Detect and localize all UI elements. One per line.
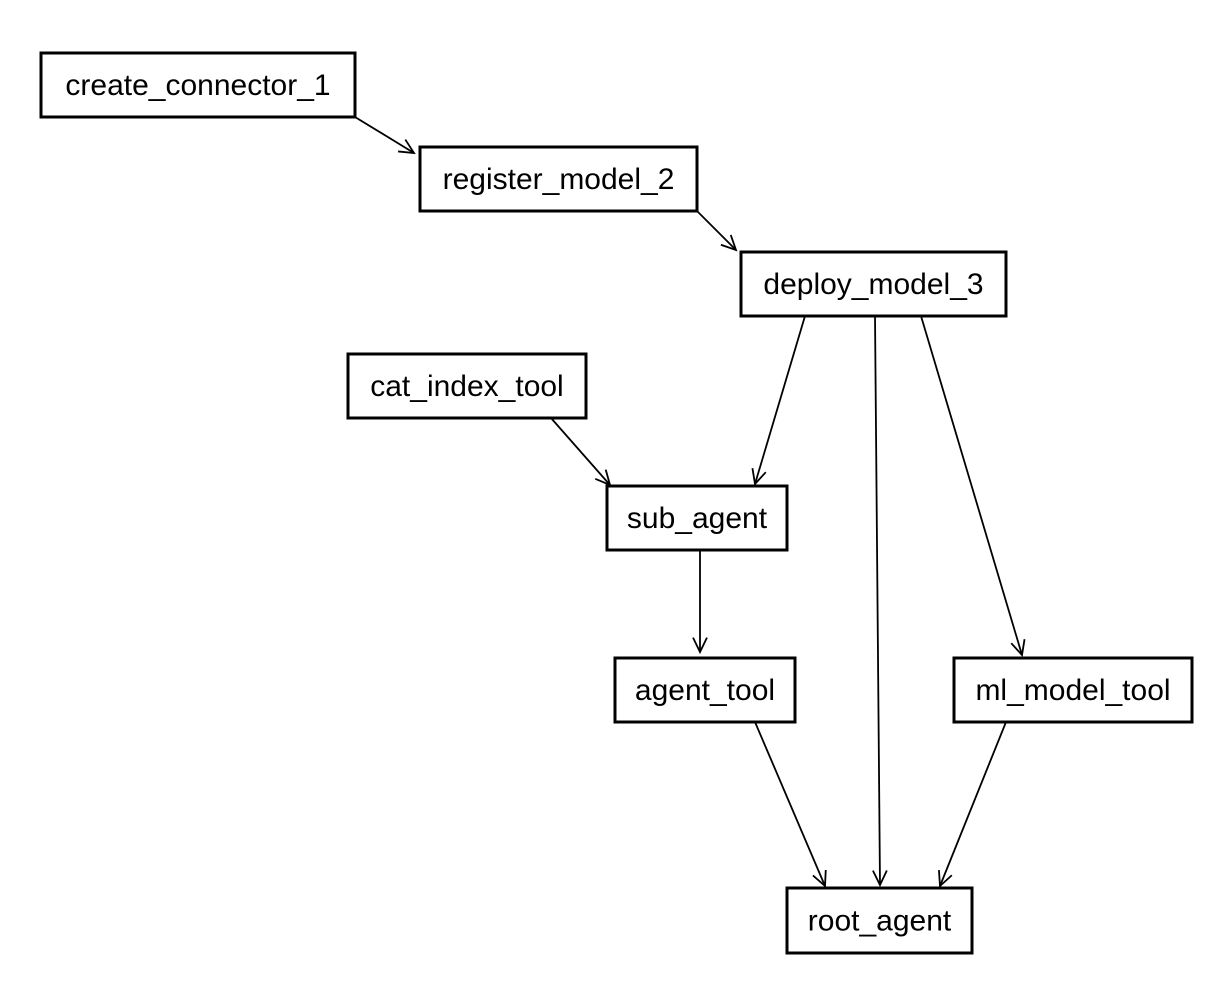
node-label: sub_agent bbox=[627, 502, 768, 535]
arrowhead-icon bbox=[812, 869, 827, 888]
node-deploy-model-3: deploy_model_3 bbox=[739, 250, 1008, 318]
nodes-layer: create_connector_1 register_model_2deploy… bbox=[39, 51, 1194, 955]
edge-deploy_model_3-to-sub_agent bbox=[751, 315, 806, 486]
node-label: create_connector_1 bbox=[65, 69, 330, 102]
node-box bbox=[739, 250, 1008, 318]
edges-layer bbox=[354, 116, 1026, 888]
edge-line bbox=[939, 721, 1007, 887]
edge-line bbox=[550, 417, 611, 486]
edge-line bbox=[874, 315, 881, 886]
edge-create_connector_1-to-register_model_2 bbox=[354, 116, 416, 155]
node-box bbox=[785, 886, 974, 955]
arrowhead-icon bbox=[1010, 639, 1026, 657]
node-label: agent_tool bbox=[635, 674, 775, 707]
node-box bbox=[952, 656, 1194, 724]
arrowhead-icon bbox=[938, 869, 953, 888]
node-label: ml_model_tool bbox=[975, 674, 1170, 707]
arrowhead-icon bbox=[751, 468, 767, 486]
node-box bbox=[39, 51, 357, 119]
edge-line bbox=[696, 210, 737, 251]
edge-line bbox=[920, 315, 1023, 656]
edge-ml_model_tool-to-root_agent bbox=[938, 721, 1007, 888]
edge-line bbox=[354, 116, 415, 154]
edge-register_model_2-to-deploy_model_3 bbox=[696, 210, 738, 252]
node-ml-model-tool: ml_model_tool bbox=[952, 656, 1194, 724]
edge-line bbox=[754, 721, 826, 887]
node-label: root_agent bbox=[808, 905, 952, 938]
edge-deploy_model_3-to-root_agent bbox=[872, 315, 888, 888]
edge-agent_tool-to-root_agent bbox=[754, 721, 827, 888]
node-label: register_model_2 bbox=[443, 163, 675, 196]
node-label: deploy_model_3 bbox=[763, 268, 983, 301]
node-box bbox=[346, 352, 588, 420]
node-create-connector-1: create_connector_1 bbox=[39, 51, 357, 119]
node-root-agent: root_agent bbox=[785, 886, 974, 955]
edge-sub_agent-to-agent_tool bbox=[692, 550, 708, 655]
edge-line bbox=[754, 315, 806, 485]
edge-cat_index_tool-to-sub_agent bbox=[550, 417, 612, 487]
arrowhead-icon bbox=[720, 234, 738, 252]
node-register-model-2: register_model_2 bbox=[418, 145, 699, 213]
node-label: cat_index_tool bbox=[370, 370, 563, 403]
node-box bbox=[605, 484, 789, 552]
arrowhead-icon bbox=[692, 637, 708, 655]
node-cat-index-tool: cat_index_tool bbox=[346, 352, 588, 420]
node-box bbox=[613, 656, 797, 724]
edge-deploy_model_3-to-ml_model_tool bbox=[920, 315, 1026, 657]
arrowhead-icon bbox=[872, 870, 888, 888]
node-sub-agent: sub_agent bbox=[605, 484, 789, 552]
node-agent-tool: agent_tool bbox=[613, 656, 797, 724]
arrowhead-icon bbox=[397, 139, 416, 155]
node-box bbox=[418, 145, 699, 213]
